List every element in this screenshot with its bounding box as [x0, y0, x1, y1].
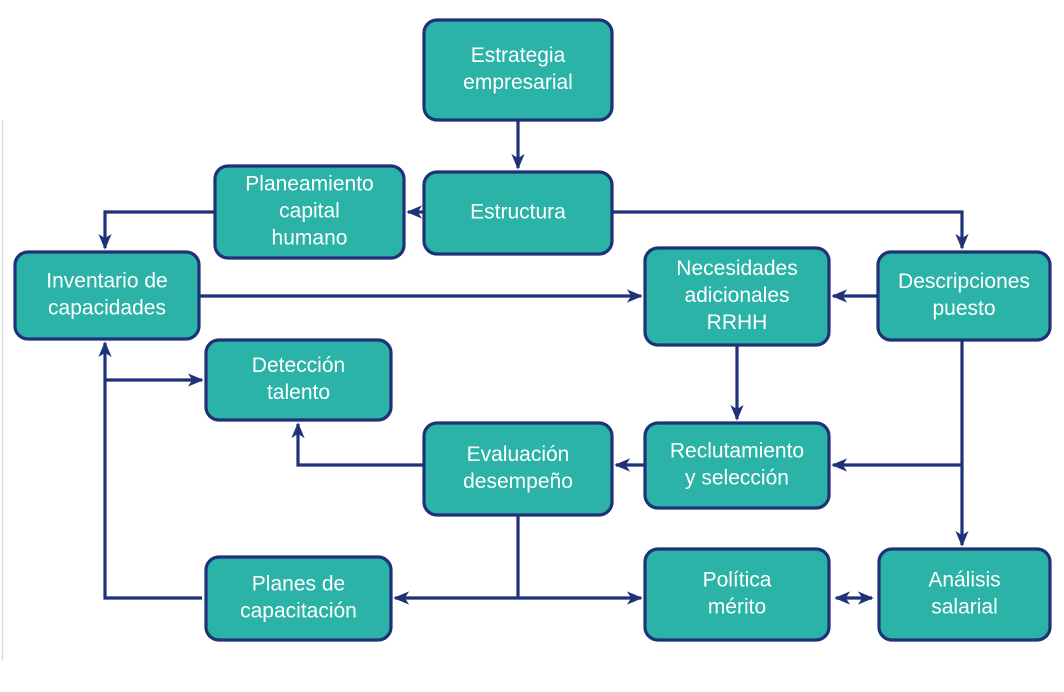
edges-layer	[98, 120, 969, 605]
node-box-deteccion	[204, 338, 393, 422]
node-box-planes	[204, 555, 393, 642]
node-box-descripciones	[876, 250, 1052, 342]
node-box-planeamiento	[213, 164, 406, 260]
node-box-analisis	[877, 547, 1052, 642]
node-box-estrategia	[422, 18, 614, 122]
edge-planeamiento-to-inventario	[98, 210, 215, 250]
node-box-politica	[643, 547, 831, 642]
node-box-estructura	[422, 170, 614, 256]
edge-estructura-to-descripciones	[612, 210, 969, 250]
edge-evaluacion-to-deteccion	[291, 422, 424, 467]
node-box-inventario	[13, 250, 201, 341]
node-box-necesidades	[643, 246, 831, 347]
edge-planes-to-inventario	[98, 341, 202, 600]
node-box-evaluacion	[422, 421, 614, 517]
node-box-reclutamiento	[643, 421, 831, 510]
nodes-layer: EstrategiaempresarialPlaneamientocapital…	[13, 18, 1052, 642]
node-estructura[interactable]: Estructura	[422, 170, 614, 256]
